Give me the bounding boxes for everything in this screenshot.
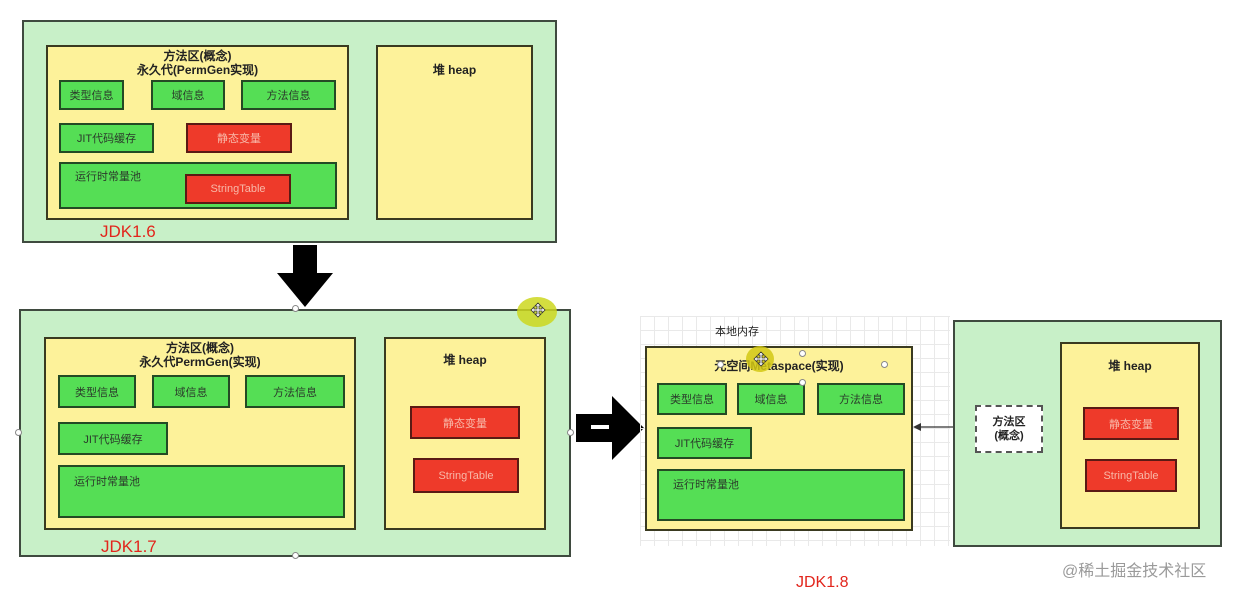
selection-handle[interactable] (292, 552, 299, 559)
jdk18-type-info-label: 类型信息 (670, 394, 714, 406)
jdk16-label: JDK1.6 (100, 222, 156, 241)
jdk18-static-vars-label: 静态变量 (1109, 418, 1153, 431)
move-cursor-icon (530, 302, 546, 318)
jdk16-jit-cache-label: JIT代码缓存 (76, 133, 137, 145)
jdk18-runtime-pool-label: 运行时常量池 (673, 479, 739, 491)
jdk17-jit-cache: JIT代码缓存 (58, 422, 168, 455)
watermark: @稀土掘金技术社区 (1062, 563, 1207, 580)
jdk18-field-info: 域信息 (737, 383, 805, 415)
selection-handle[interactable] (292, 305, 299, 312)
jdk16-static-vars: 静态变量 (186, 123, 292, 153)
jdk17-type-info-label: 类型信息 (75, 386, 119, 399)
jdk16-heap-title: 堆 heap (432, 63, 477, 77)
native-memory-label: 本地内存 (715, 326, 759, 338)
jdk16-method-info-label: 方法信息 (266, 90, 311, 102)
jdk16-heap: 堆 heap (376, 45, 533, 220)
jdk17-runtime-pool: 运行时常量池 (58, 465, 345, 518)
jdk16-jit-cache: JIT代码缓存 (59, 123, 154, 153)
jdk16-static-vars-label: 静态变量 (217, 133, 261, 145)
selection-handle[interactable] (15, 429, 22, 436)
jdk18-method-info: 方法信息 (817, 383, 905, 415)
jdk16-method-info: 方法信息 (241, 80, 336, 110)
jdk17-method-info: 方法信息 (245, 375, 345, 408)
jdk18-method-area-concept-line2: (概念) (994, 430, 1024, 442)
selection-handle[interactable] (567, 429, 574, 436)
jdk17-container: 方法区(概念) 永久代PermGen(实现) 类型信息 域信息 方法信息 JIT… (19, 309, 571, 557)
jdk18-metaspace-title: 元空间Metaspace(实现) (714, 359, 844, 373)
jdk17-jit-cache-label: JIT代码缓存 (83, 433, 143, 446)
jdk17-heap: 堆 heap 静态变量 StringTable (384, 337, 546, 530)
jdk17-label: JDK1.7 (101, 537, 157, 556)
jdk18-string-table: StringTable (1085, 459, 1177, 492)
selection-handle[interactable] (881, 361, 888, 368)
jdk16-field-info-label: 域信息 (171, 90, 205, 102)
jdk16-string-table: StringTable (185, 174, 291, 204)
jdk18-jit-cache-label: JIT代码缓存 (674, 438, 735, 450)
jdk17-heap-title: 堆 heap (443, 353, 487, 367)
jdk16-runtime-pool: 运行时常量池 StringTable (59, 162, 337, 209)
jdk17-static-vars-label: 静态变量 (443, 417, 487, 430)
jdk16-runtime-pool-label: 运行时常量池 (75, 171, 141, 183)
jdk18-heap-title: 堆 heap (1108, 359, 1152, 373)
jdk16-permgen-area: 方法区(概念) 永久代(PermGen实现) 类型信息 域信息 方法信息 JIT… (46, 45, 349, 220)
jdk17-method-info-label: 方法信息 (273, 386, 317, 399)
jdk17-permgen-area: 方法区(概念) 永久代PermGen(实现) 类型信息 域信息 方法信息 JIT… (44, 337, 356, 530)
jdk16-type-info: 类型信息 (59, 80, 124, 110)
jdk16-type-info-label: 类型信息 (69, 90, 114, 102)
jdk18-heap-container: 方法区 (概念) 堆 heap 静态变量 StringTable (953, 320, 1222, 547)
jdk16-field-info: 域信息 (151, 80, 225, 110)
right-arrow-icon (576, 396, 644, 460)
move-cursor-icon (753, 351, 769, 367)
jdk17-type-info: 类型信息 (58, 375, 136, 408)
jdk18-label: JDK1.8 (796, 574, 849, 591)
jdk17-field-info: 域信息 (152, 375, 230, 408)
selection-handle[interactable] (799, 379, 806, 386)
selection-handle[interactable] (717, 361, 724, 368)
jdk18-string-table-label: StringTable (1103, 469, 1159, 482)
jdk16-string-table-label: StringTable (210, 183, 266, 195)
jdk18-static-vars: 静态变量 (1083, 407, 1179, 440)
jdk18-method-area-concept: 方法区 (概念) (975, 405, 1043, 453)
jdk17-method-area-title: 方法区(概念) 永久代PermGen(实现) (46, 341, 354, 369)
jdk18-jit-cache: JIT代码缓存 (657, 427, 752, 459)
jdk18-method-area-concept-line1: 方法区 (992, 416, 1026, 428)
selection-handle[interactable] (799, 350, 806, 357)
jdk16-method-area-title-line1: 方法区(概念) (163, 49, 232, 63)
jdk17-runtime-pool-label: 运行时常量池 (74, 476, 140, 488)
jdk17-string-table-label: StringTable (438, 469, 494, 482)
jdk18-runtime-pool: 运行时常量池 (657, 469, 905, 521)
jdk18-metaspace: 元空间Metaspace(实现) 类型信息 域信息 方法信息 JIT代码缓存 运… (645, 346, 913, 531)
jdk18-method-area-concept-label: 方法区 (概念) (977, 415, 1041, 443)
jdk17-method-area-title-line2: 永久代PermGen(实现) (139, 355, 261, 369)
jdk17-field-info-label: 域信息 (174, 386, 208, 399)
jdk16-method-area-title-line2: 永久代(PermGen实现) (136, 63, 259, 77)
jdk17-string-table: StringTable (413, 458, 519, 493)
jdk17-static-vars: 静态变量 (410, 406, 520, 439)
jdk17-method-area-title-line1: 方法区(概念) (166, 341, 234, 355)
jdk18-type-info: 类型信息 (657, 383, 727, 415)
jdk18-heap: 堆 heap 静态变量 StringTable (1060, 342, 1200, 529)
jdk18-field-info-label: 域信息 (754, 394, 788, 406)
jdk18-method-info-label: 方法信息 (839, 394, 883, 406)
jdk16-method-area-title: 方法区(概念) 永久代(PermGen实现) (48, 49, 347, 77)
down-arrow-icon (277, 245, 333, 307)
jdk16-container: 方法区(概念) 永久代(PermGen实现) 类型信息 域信息 方法信息 JIT… (22, 20, 557, 243)
